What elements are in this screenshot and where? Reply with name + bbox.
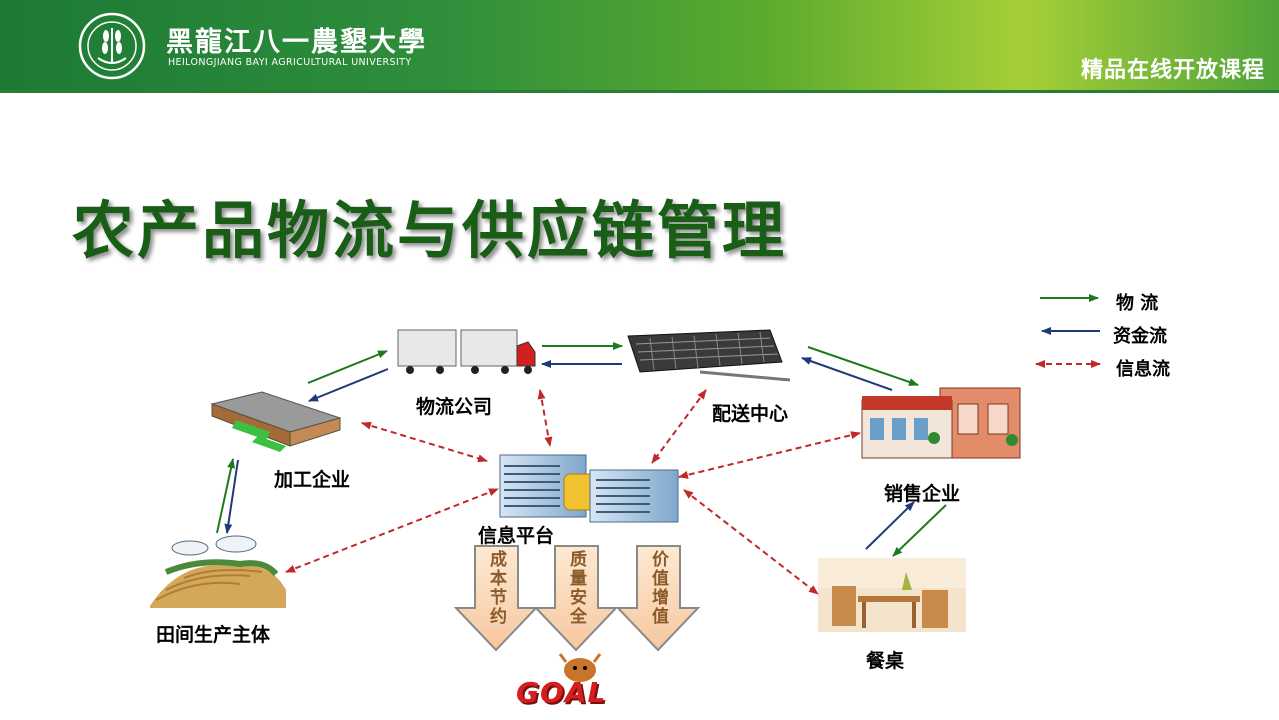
warehouse-icon <box>627 329 791 382</box>
goal-arrow-text-quality: 质量安全 <box>566 550 586 626</box>
page-title: 农产品物流与供应链管理 <box>72 194 788 267</box>
dining-table-photo-icon <box>818 558 966 632</box>
goal-down-arrow-3 <box>615 545 701 652</box>
node-distribution-center: 配送中心 <box>712 403 789 425</box>
university-name-cn: 黑龍江八一農墾大學 <box>166 27 427 58</box>
course-label: 精品在线开放课程 <box>1080 58 1265 83</box>
legend-goods-label: 物 流 <box>1116 293 1159 314</box>
node-field-producers: 田间生产主体 <box>156 624 271 646</box>
truck-icon <box>397 329 536 374</box>
university-emblem-icon <box>78 12 146 80</box>
goal-arrow-text-value: 价值增值 <box>648 550 668 626</box>
node-dining-table: 餐桌 <box>866 650 905 672</box>
server-building-icon <box>499 454 679 523</box>
goal-down-arrow-1 <box>453 545 539 652</box>
farm-field-icon <box>150 535 286 608</box>
header-banner <box>0 0 1279 92</box>
store-icon <box>861 387 1021 459</box>
legend-funds-label: 资金流 <box>1113 326 1167 347</box>
node-logistics-company: 物流公司 <box>416 396 493 418</box>
factory-icon <box>210 391 342 452</box>
node-processing-enterprise: 加工企业 <box>274 469 351 491</box>
legend-info-label: 信息流 <box>1116 359 1170 380</box>
bull-mascot-icon <box>558 653 602 682</box>
header-divider <box>0 90 1279 93</box>
goal-down-arrow-2 <box>533 545 619 652</box>
node-info-platform: 信息平台 <box>478 525 555 547</box>
goal-logo: GOAL <box>516 676 607 709</box>
university-name-en: HEILONGJIANG BAYI AGRICULTURAL UNIVERSIT… <box>168 57 412 68</box>
goal-arrow-text-cost: 成本节约 <box>486 550 506 626</box>
node-sales-enterprise: 销售企业 <box>884 483 961 505</box>
